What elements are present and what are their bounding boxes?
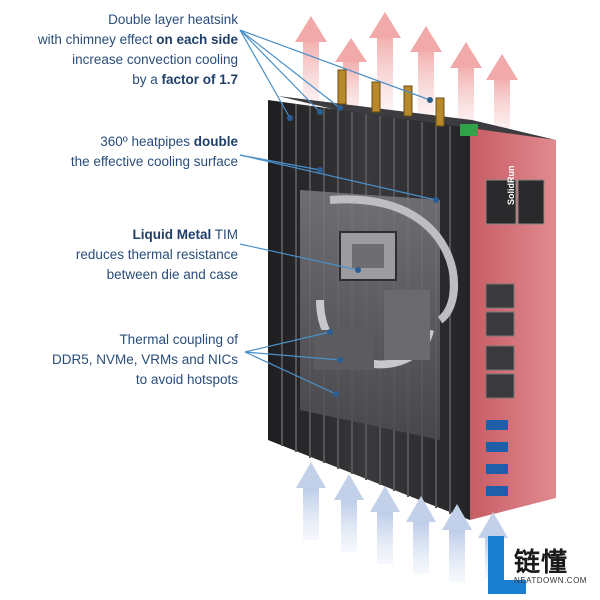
callout-line: Liquid Metal TIM bbox=[76, 225, 239, 245]
callout-line: DDR5, NVMe, VRMs and NICs bbox=[52, 350, 238, 370]
usb-ports bbox=[486, 420, 508, 496]
watermark-logo: 链懂 NEATDOWN.COM bbox=[480, 530, 600, 600]
callout-line: Double layer heatsink bbox=[38, 10, 238, 30]
callout-thermal-coupling: Thermal coupling of DDR5, NVMe, VRMs and … bbox=[52, 330, 238, 390]
callout-emphasis: on each side bbox=[156, 32, 238, 47]
ethernet-ports bbox=[485, 283, 515, 399]
leader-lines bbox=[239, 29, 437, 395]
callout-text: reduces thermal resistance bbox=[75, 247, 238, 262]
callout-line: 360º heatpipes double bbox=[71, 132, 238, 152]
callout-line: increase convection cooling bbox=[38, 50, 238, 70]
callout-text: the effective cooling surface bbox=[70, 154, 238, 169]
callout-text: by a bbox=[132, 72, 162, 87]
logo-chinese-text: 链懂 bbox=[514, 548, 569, 578]
callout-line: Thermal coupling of bbox=[52, 330, 238, 350]
callout-line: reduces thermal resistance bbox=[76, 245, 238, 265]
callout-text: between die and case bbox=[106, 267, 238, 282]
callout-line: with chimney effect on each side bbox=[38, 30, 238, 50]
leader-dots bbox=[287, 97, 439, 397]
callout-heatsink: Double layer heatsink with chimney effect… bbox=[38, 10, 238, 90]
heatpipe bbox=[329, 195, 459, 324]
hot-arrow bbox=[295, 16, 327, 110]
hot-arrow bbox=[369, 12, 401, 116]
nvme-module bbox=[314, 330, 374, 370]
callout-text: increase convection cooling bbox=[72, 52, 238, 67]
logo-english-text: NEATDOWN.COM bbox=[514, 576, 587, 585]
antenna-connectors bbox=[337, 69, 445, 127]
callout-emphasis: double bbox=[193, 134, 238, 149]
callout-text: Double layer heatsink bbox=[108, 12, 238, 27]
callout-emphasis: factor of 1.7 bbox=[161, 72, 238, 87]
callout-line: between die and case bbox=[76, 265, 238, 285]
callout-text: TIM bbox=[211, 227, 238, 242]
cold-arrow bbox=[334, 474, 364, 552]
device-chassis: SolidRun bbox=[268, 69, 556, 520]
callout-line: to avoid hotspots bbox=[52, 370, 238, 390]
sfp-ports bbox=[485, 179, 545, 225]
liquid-metal-tim bbox=[352, 244, 384, 268]
callout-text: DDR5, NVMe, VRMs and NICs bbox=[51, 352, 238, 367]
memory-module bbox=[384, 290, 430, 360]
brand-label: SolidRun bbox=[506, 166, 516, 206]
cold-arrow bbox=[370, 486, 400, 564]
hot-arrow bbox=[486, 54, 518, 136]
logo-mark-icon bbox=[488, 536, 526, 594]
cutaway-interior bbox=[300, 190, 459, 440]
power-connector bbox=[460, 124, 478, 136]
cold-arrow bbox=[442, 504, 472, 582]
hot-arrow bbox=[450, 42, 482, 130]
cold-airflow-arrows bbox=[296, 462, 508, 582]
callout-text: with chimney effect bbox=[37, 32, 157, 47]
callout-text: to avoid hotspots bbox=[135, 372, 238, 387]
hot-airflow-arrows bbox=[295, 12, 518, 136]
callout-heatpipes: 360º heatpipes double the effective cooli… bbox=[71, 132, 238, 172]
cold-arrow bbox=[296, 462, 326, 540]
cold-arrow bbox=[406, 496, 436, 574]
callout-line: by a factor of 1.7 bbox=[38, 70, 238, 90]
callout-text: Thermal coupling of bbox=[119, 332, 238, 347]
callout-emphasis: Liquid Metal bbox=[132, 227, 212, 242]
callout-line: the effective cooling surface bbox=[71, 152, 238, 172]
callout-text: 360º heatpipes bbox=[100, 134, 194, 149]
callout-liquid-metal-tim: Liquid Metal TIM reduces thermal resistan… bbox=[76, 225, 238, 285]
